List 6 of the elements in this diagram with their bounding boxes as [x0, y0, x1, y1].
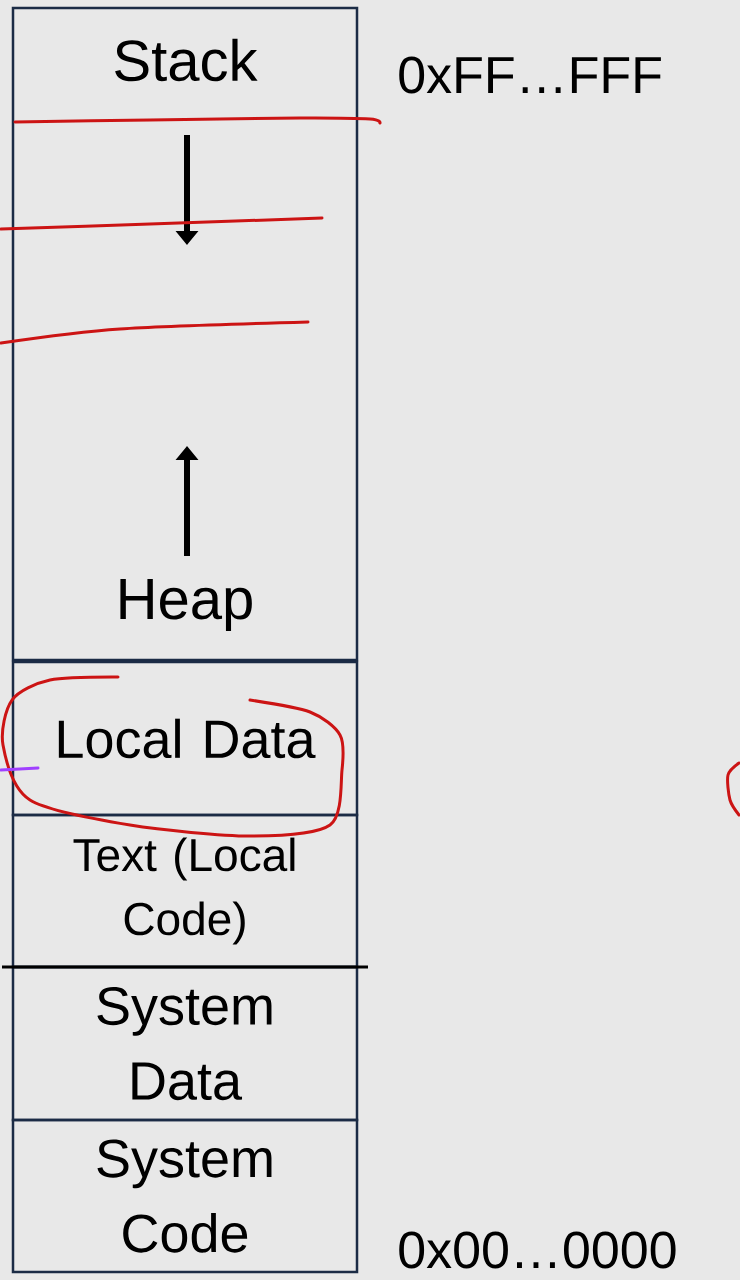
memory-region-box: Stack Heap — [11, 6, 359, 662]
memory-region-box: Local Data — [11, 660, 359, 817]
address-label: 0x00…0000 — [399, 1231, 676, 1269]
memory-region-box: Text (Local Code) — [11, 813, 359, 969]
memory-region-box: System Data — [11, 965, 359, 1122]
memory-region-box: System Code — [11, 1118, 359, 1274]
